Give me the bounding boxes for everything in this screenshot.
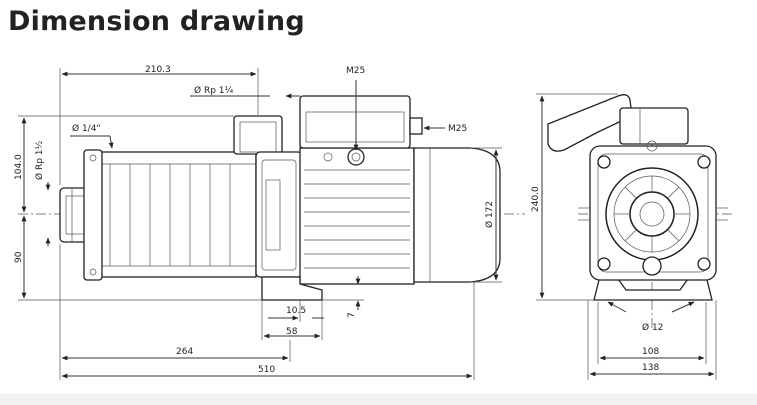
- dim-vent-quarter: Ø 1/4": [72, 123, 101, 134]
- dim-base-width: 138: [642, 363, 659, 373]
- dim-height-upper: 104.0: [14, 154, 24, 180]
- dim-cable-gland-top: M25: [346, 66, 365, 76]
- side-view: 210.3 Ø Rp 1¼ M25 M25 Ø 1/4" Ø Rp 1½ 104…: [14, 65, 525, 380]
- dim-hole-diameter: Ø 12: [642, 322, 663, 333]
- dim-connection-rp-112: Ø Rp 1½: [34, 141, 45, 180]
- dim-foot-spacing: 58: [286, 327, 298, 337]
- dim-motor-diameter: Ø 172: [484, 201, 495, 228]
- dim-height-lower: 90: [14, 251, 24, 263]
- dim-overall-length: 510: [258, 365, 275, 375]
- dim-foot-width: 10.5: [286, 306, 306, 316]
- dim-foot-height: 7: [347, 312, 357, 318]
- dim-overall-height: 240.0: [531, 186, 541, 212]
- bottom-divider: [0, 394, 757, 405]
- dim-inlet-to-foot: 264: [176, 347, 193, 357]
- dim-hole-spacing: 108: [642, 347, 659, 357]
- dim-top-length: 210.3: [145, 65, 171, 75]
- front-view: 240.0 Ø 12 108 138: [531, 93, 732, 380]
- dim-cable-gland-side: M25: [448, 124, 467, 134]
- page-title: Dimension drawing: [8, 6, 305, 37]
- dim-connection-rp-114: Ø Rp 1¼: [194, 85, 233, 96]
